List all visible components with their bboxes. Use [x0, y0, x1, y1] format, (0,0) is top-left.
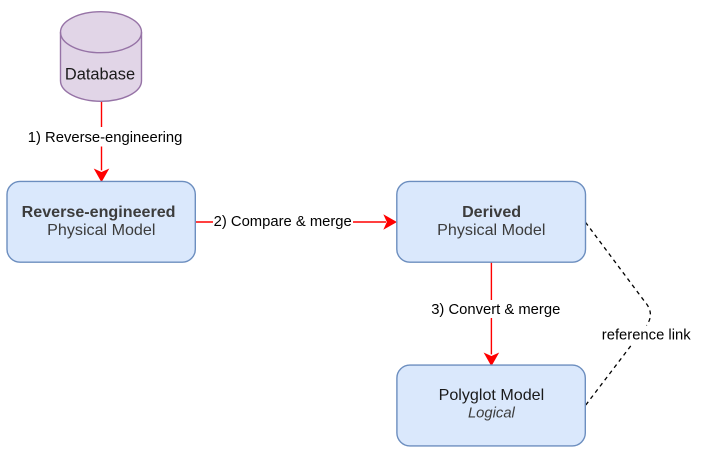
svg-text:Physical Model: Physical Model — [437, 221, 545, 239]
svg-text:Polyglot Model: Polyglot Model — [439, 386, 545, 404]
svg-text:reference link: reference link — [602, 328, 691, 344]
svg-text:Physical Model: Physical Model — [47, 221, 155, 239]
svg-text:3) Convert & merge: 3) Convert & merge — [431, 302, 560, 318]
svg-text:Derived: Derived — [462, 203, 521, 221]
svg-text:2) Compare & merge: 2) Compare & merge — [214, 214, 352, 230]
svg-text:Database: Database — [65, 65, 135, 83]
svg-text:1) Reverse-engineering: 1) Reverse-engineering — [28, 130, 183, 146]
svg-text:Logical: Logical — [468, 405, 516, 421]
svg-text:Reverse-engineered: Reverse-engineered — [22, 203, 176, 221]
